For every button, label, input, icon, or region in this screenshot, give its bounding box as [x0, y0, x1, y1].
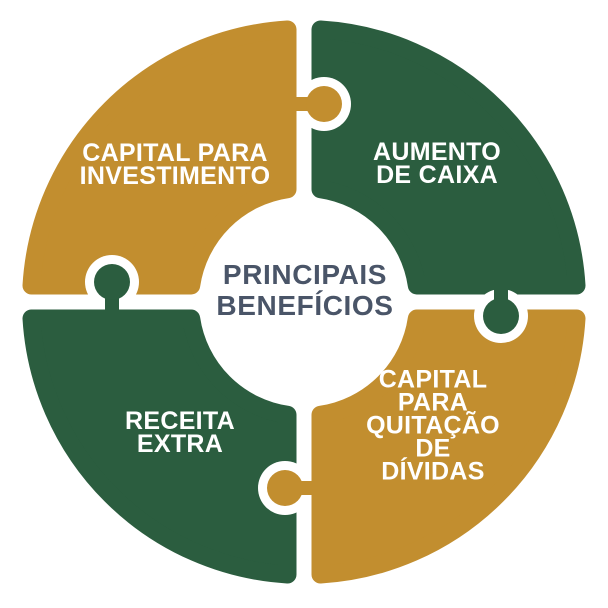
- puzzle-tab-top: [288, 86, 342, 122]
- puzzle-tab-left-knob: [94, 264, 130, 300]
- puzzle-tab-left: [94, 264, 130, 320]
- label-capital-para-investimento: CAPITAL PARA INVESTIMENTO: [79, 139, 271, 190]
- puzzle-tab-top-knob: [306, 86, 342, 122]
- puzzle-piece-top-left: [22, 20, 297, 295]
- puzzle-tab-bottom: [267, 470, 321, 506]
- label-aumento-de-caixa: AUMENTO DE CAIXA: [372, 138, 502, 189]
- puzzle-piece-top-right: [311, 20, 586, 295]
- puzzle-tab-bottom-knob: [267, 470, 303, 506]
- label-receita-extra: RECEITA EXTRA: [125, 407, 235, 458]
- label-principais-beneficios: PRINCIPAIS BENEFÍCIOS: [216, 259, 394, 321]
- puzzle-tab-right: [483, 288, 519, 334]
- puzzle-piece-bottom-right: [311, 309, 586, 584]
- puzzle-tab-right-knob: [483, 298, 519, 334]
- label-capital-para-quitacao-de-dividas: CAPITAL PARA QUITAÇÃO DE DÍVIDAS: [366, 365, 500, 486]
- puzzle-piece-bottom-left: [22, 309, 297, 584]
